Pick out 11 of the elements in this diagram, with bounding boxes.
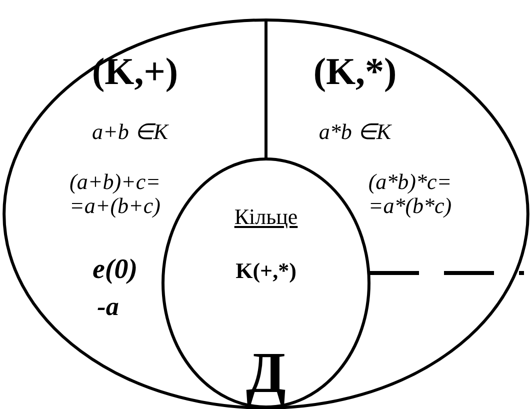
group-title: (K,*) (313, 52, 397, 94)
formula: K(+,*) (236, 259, 296, 284)
formula: (a+b)+c= =a+(b+c) (68, 170, 162, 218)
formula: -a (97, 293, 119, 322)
formula: a*b ∈K (318, 120, 392, 144)
letter-label: Д (246, 344, 286, 402)
group-title: (K,+) (92, 52, 178, 94)
formula: e(0) (92, 255, 138, 286)
formula: a+b ∈K (92, 120, 168, 144)
formula: (a*b)*c= =a*(b*c) (367, 170, 453, 218)
circle-title: Кільце (234, 205, 298, 230)
